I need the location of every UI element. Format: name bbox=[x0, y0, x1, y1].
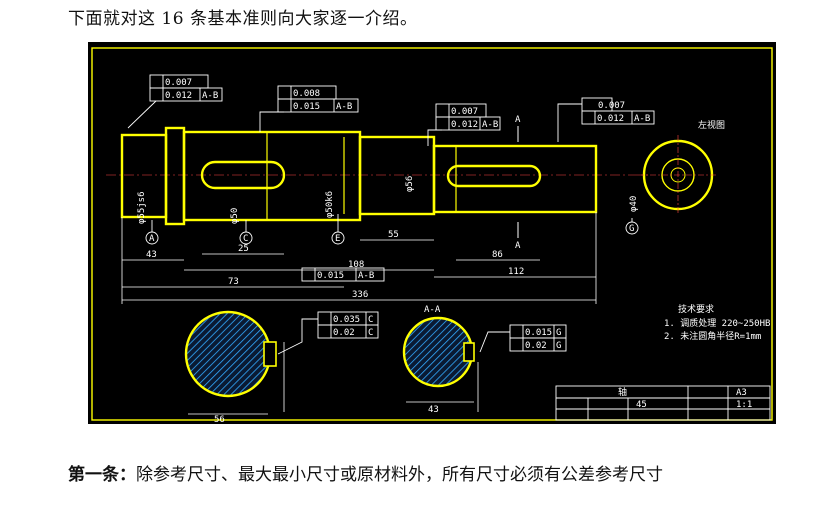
drawing-annotation: A-B bbox=[358, 271, 374, 281]
dia-label-1: φ55js6 bbox=[137, 191, 147, 224]
drawing-annotation: G bbox=[556, 341, 561, 351]
intro-paragraph: 下面就对这 16 条基本准则向大家逐一介绍。 bbox=[68, 9, 418, 29]
rule-paragraph: 第一条：除参考尺寸、最大最小尺寸或原材料外，所有尺寸必须有公差参考尺寸 bbox=[68, 460, 663, 485]
drawing-annotation: G bbox=[629, 224, 634, 234]
drawing-annotation: E bbox=[335, 234, 340, 244]
drawing-annotation: 0.012 bbox=[165, 91, 192, 101]
dim-108: 108 bbox=[348, 260, 364, 270]
drawing-annotation: 45 bbox=[636, 400, 647, 410]
dia-label-3: φ50k6 bbox=[325, 191, 335, 218]
dim-43: 43 bbox=[146, 250, 157, 260]
drawing-annotation: G bbox=[556, 328, 561, 338]
drawing-frame bbox=[91, 47, 773, 421]
drawing-annotation: 0.012 bbox=[451, 120, 478, 130]
drawing-annotation: A-B bbox=[482, 120, 498, 130]
drawing-annotation: 0.015 bbox=[525, 328, 552, 338]
dia-label-5: φ40 bbox=[629, 196, 639, 212]
right-end-view bbox=[638, 135, 718, 215]
drawing-annotation: 0.008 bbox=[293, 89, 320, 99]
dim-55: 55 bbox=[388, 230, 399, 240]
dim-43b: 43 bbox=[428, 405, 439, 415]
section-title: A-A bbox=[424, 305, 441, 315]
section-view-left bbox=[184, 310, 277, 398]
dim-25: 25 bbox=[238, 244, 249, 254]
note-1: 1. 调质处理 220~250HB bbox=[664, 317, 770, 329]
drawing-annotation: A bbox=[515, 115, 521, 125]
drawing-annotation: A-B bbox=[202, 91, 218, 101]
drawing-annotation: 0.015 bbox=[317, 271, 344, 281]
drawing-annotation: 1:1 bbox=[736, 400, 752, 410]
drawing-annotation: A-B bbox=[634, 114, 650, 124]
dim-336: 336 bbox=[352, 290, 368, 300]
dim-86: 86 bbox=[492, 250, 503, 260]
rule-title: 第一条： bbox=[68, 465, 136, 485]
drawing-annotation: 0.007 bbox=[165, 78, 192, 88]
dia-label-4: φ56 bbox=[405, 176, 415, 192]
drawing-annotation: 0.02 bbox=[525, 341, 547, 351]
shaft-outline bbox=[120, 126, 598, 226]
drawing-annotation: 0.007 bbox=[451, 107, 478, 117]
drawing-annotation: 0.035 bbox=[333, 315, 360, 325]
drawing-annotation: 轴 bbox=[618, 386, 627, 398]
section-view-right bbox=[402, 316, 475, 388]
drawing-annotation: A3 bbox=[736, 388, 747, 398]
drawing-annotation: 0.02 bbox=[333, 328, 355, 338]
dim-112: 112 bbox=[508, 267, 524, 277]
dim-73: 73 bbox=[228, 277, 239, 287]
right-view-label: 左视图 bbox=[698, 119, 725, 131]
drawing-annotation: A bbox=[149, 234, 155, 244]
note-2: 2. 未注圆角半径R=1mm bbox=[664, 330, 761, 342]
drawing-annotation: C bbox=[243, 234, 248, 244]
rule-text: 除参考尺寸、最大最小尺寸或原材料外，所有尺寸必须有公差参考尺寸 bbox=[136, 465, 663, 485]
notes-title: 技术要求 bbox=[678, 303, 714, 315]
title-block bbox=[555, 385, 771, 421]
drawing-annotation: C bbox=[368, 328, 373, 338]
drawing-annotation: C bbox=[368, 315, 373, 325]
engineering-drawing: φ55js6 φ50 φ50k6 φ56 φ40 0.007 0.012 A-B… bbox=[88, 42, 776, 424]
drawing-annotation: A bbox=[515, 241, 521, 251]
drawing-annotation: A-B bbox=[336, 102, 352, 112]
drawing-annotation: 0.012 bbox=[597, 114, 624, 124]
drawing-annotation: 0.007 bbox=[598, 101, 625, 111]
dia-label-2: φ50 bbox=[230, 208, 240, 224]
dim-56: 56 bbox=[214, 415, 225, 424]
drawing-annotation: 0.015 bbox=[293, 102, 320, 112]
